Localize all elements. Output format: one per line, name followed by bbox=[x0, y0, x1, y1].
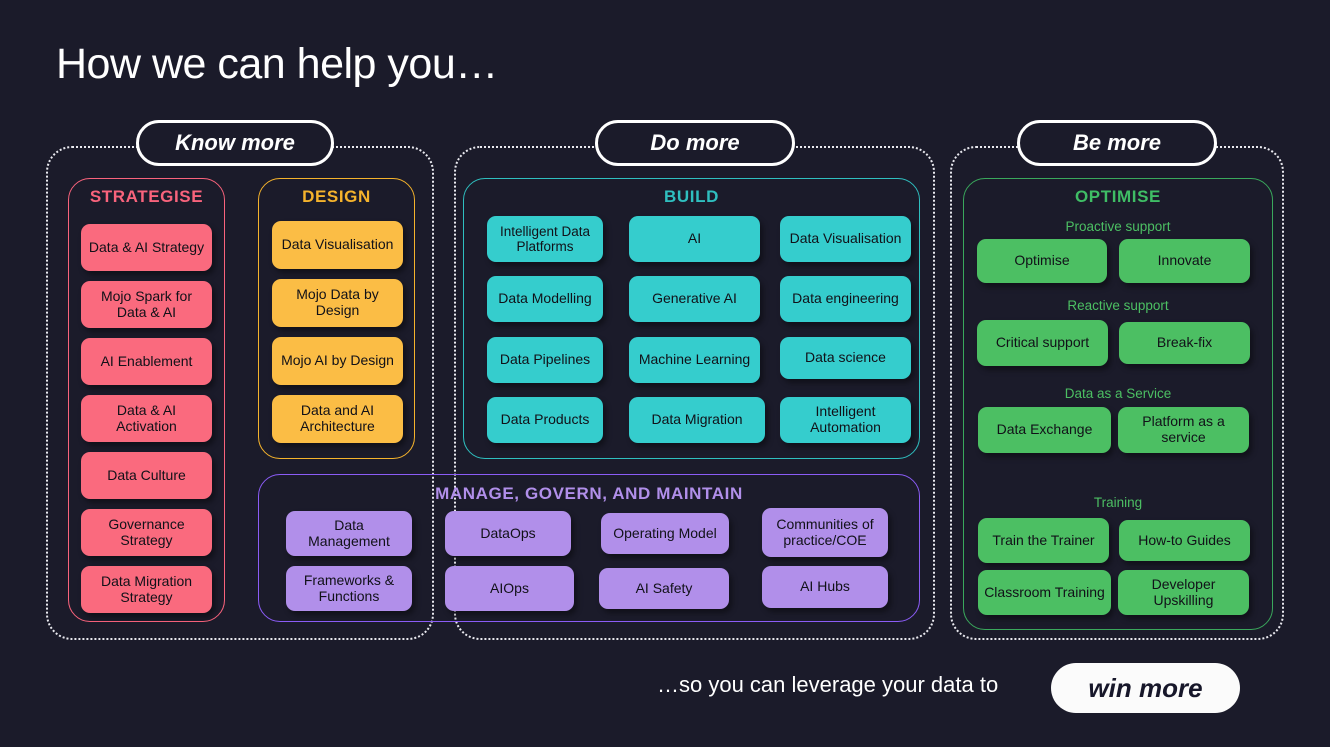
chip-strategise-2[interactable]: AI Enablement bbox=[81, 338, 212, 385]
page-title: How we can help you… bbox=[56, 40, 498, 88]
panel-optimise: OPTIMISE bbox=[963, 178, 1273, 630]
chip-optimise-training-3[interactable]: Developer Upskilling bbox=[1118, 570, 1249, 615]
chip-build-8[interactable]: Data science bbox=[780, 337, 911, 379]
chip-optimise-reactive-1[interactable]: Break-fix bbox=[1119, 322, 1250, 364]
chip-build-6[interactable]: Data Pipelines bbox=[487, 337, 603, 383]
panel-strategise-title: STRATEGISE bbox=[89, 187, 204, 206]
optimise-group-label-daas: Data as a Service bbox=[1064, 386, 1172, 401]
panel-manage-title: MANAGE, GOVERN, AND MAINTAIN bbox=[435, 484, 743, 503]
chip-build-4[interactable]: Generative AI bbox=[629, 276, 760, 322]
chip-optimise-training-2[interactable]: Classroom Training bbox=[978, 570, 1111, 615]
chip-design-2[interactable]: Mojo AI by Design bbox=[272, 337, 403, 385]
chip-optimise-reactive-0[interactable]: Critical support bbox=[977, 320, 1108, 366]
chip-manage-5[interactable]: AIOps bbox=[445, 566, 574, 611]
win-more-label: win more bbox=[1088, 672, 1203, 703]
chip-build-10[interactable]: Data Migration bbox=[629, 397, 765, 443]
panel-optimise-title: OPTIMISE bbox=[1074, 187, 1162, 206]
chip-manage-1[interactable]: DataOps bbox=[445, 511, 571, 556]
chip-optimise-proactive-0[interactable]: Optimise bbox=[977, 239, 1107, 283]
chip-strategise-5[interactable]: Governance Strategy bbox=[81, 509, 212, 556]
chip-strategise-3[interactable]: Data & AI Activation bbox=[81, 395, 212, 442]
chip-manage-4[interactable]: Frameworks & Functions bbox=[286, 566, 412, 611]
footer-tagline: …so you can leverage your data to bbox=[657, 672, 999, 697]
chip-build-9[interactable]: Data Products bbox=[487, 397, 603, 443]
win-more-pill[interactable]: win more bbox=[1051, 663, 1240, 713]
chip-optimise-daas-1[interactable]: Platform as a service bbox=[1118, 407, 1249, 453]
optimise-group-label-reactive: Reactive support bbox=[1067, 298, 1169, 313]
chip-build-7[interactable]: Machine Learning bbox=[629, 337, 760, 383]
panel-strategise: STRATEGISE bbox=[68, 178, 225, 622]
phase-pill-be-more-label: Be more bbox=[1072, 130, 1162, 155]
chip-strategise-0[interactable]: Data & AI Strategy bbox=[81, 224, 212, 271]
phase-pill-know-more-label: Know more bbox=[175, 130, 295, 155]
chip-optimise-training-1[interactable]: How-to Guides bbox=[1119, 520, 1250, 561]
phase-pill-do-more-label: Do more bbox=[650, 130, 740, 155]
chip-build-2[interactable]: Data Visualisation bbox=[780, 216, 911, 262]
chip-optimise-training-0[interactable]: Train the Trainer bbox=[978, 518, 1109, 563]
chip-build-3[interactable]: Data Modelling bbox=[487, 276, 603, 322]
chip-build-11[interactable]: Intelligent Automation bbox=[780, 397, 911, 443]
chip-design-1[interactable]: Mojo Data by Design bbox=[272, 279, 403, 327]
chip-manage-2[interactable]: Operating Model bbox=[601, 513, 729, 554]
panel-build: BUILD bbox=[463, 178, 920, 459]
phase-pill-know-more[interactable]: Know more bbox=[136, 120, 334, 166]
chip-strategise-6[interactable]: Data Migration Strategy bbox=[81, 566, 212, 613]
chip-strategise-4[interactable]: Data Culture bbox=[81, 452, 212, 499]
chip-manage-6[interactable]: AI Safety bbox=[599, 568, 729, 609]
optimise-group-label-training: Training bbox=[1093, 495, 1143, 510]
chip-manage-7[interactable]: AI Hubs bbox=[762, 566, 888, 608]
panel-design-title: DESIGN bbox=[302, 187, 371, 206]
phase-pill-be-more[interactable]: Be more bbox=[1017, 120, 1217, 166]
panel-manage: MANAGE, GOVERN, AND MAINTAIN bbox=[258, 474, 920, 622]
chip-manage-0[interactable]: Data Management bbox=[286, 511, 412, 556]
chip-build-5[interactable]: Data engineering bbox=[780, 276, 911, 322]
optimise-group-label-proactive: Proactive support bbox=[1065, 219, 1171, 234]
phase-pill-do-more[interactable]: Do more bbox=[595, 120, 795, 166]
panel-build-title: BUILD bbox=[664, 187, 719, 206]
panel-design: DESIGN bbox=[258, 178, 415, 459]
chip-optimise-daas-0[interactable]: Data Exchange bbox=[978, 407, 1111, 453]
chip-optimise-proactive-1[interactable]: Innovate bbox=[1119, 239, 1250, 283]
chip-build-1[interactable]: AI bbox=[629, 216, 760, 262]
chip-build-0[interactable]: Intelligent Data Platforms bbox=[487, 216, 603, 262]
chip-design-3[interactable]: Data and AI Architecture bbox=[272, 395, 403, 443]
chip-design-0[interactable]: Data Visualisation bbox=[272, 221, 403, 269]
chip-manage-3[interactable]: Communities of practice/COE bbox=[762, 508, 888, 557]
chip-strategise-1[interactable]: Mojo Spark for Data & AI bbox=[81, 281, 212, 328]
